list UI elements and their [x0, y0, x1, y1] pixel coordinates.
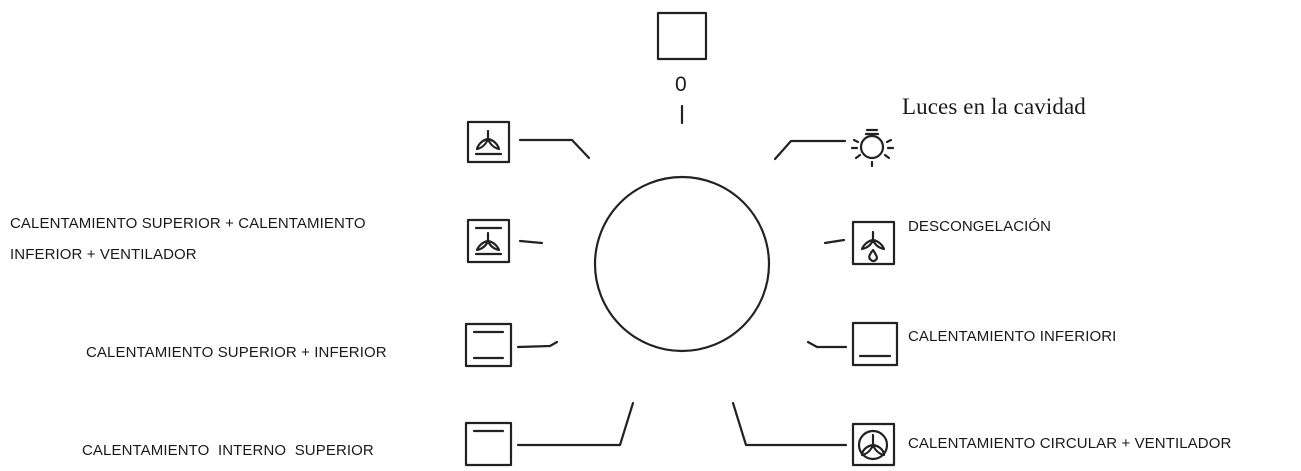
top-heat-icon — [464, 421, 513, 467]
light-bulb-icon — [850, 128, 895, 168]
connector-defrost — [823, 238, 846, 245]
label-descongelacion: DESCONGELACIÓN — [908, 218, 1052, 235]
connector-fan-bottom — [518, 138, 591, 160]
circular-fan-icon — [851, 422, 896, 467]
defrost-icon — [851, 220, 896, 266]
off-position-label: 0 — [675, 73, 687, 96]
label-superior-inferior: CALENTAMIENTO SUPERIOR + INFERIOR — [86, 344, 387, 361]
label-interno-superior: CALENTAMIENTO INTERNO SUPERIOR — [82, 442, 374, 459]
connector-circular — [731, 401, 848, 447]
label-luces-cavidad: Luces en la cavidad — [902, 94, 1086, 119]
top-bottom-heat-icon — [464, 322, 513, 368]
connector-top-bottom — [516, 340, 559, 349]
label-circular-ventilador: CALENTAMIENTO CIRCULAR + VENTILADOR — [908, 435, 1232, 452]
bottom-heat-icon — [851, 321, 899, 367]
off-square-icon — [656, 11, 708, 61]
fan-bottom-heat-icon — [466, 120, 511, 164]
label-inferior: CALENTAMIENTO INFERIORI — [908, 328, 1117, 345]
connector-bottom — [806, 340, 848, 349]
connector-top — [516, 401, 635, 447]
label-sup-inf-vent-line2: INFERIOR + VENTILADOR — [10, 246, 197, 263]
top-bottom-fan-icon — [466, 218, 511, 264]
selector-knob[interactable] — [593, 175, 771, 353]
connector-top-bottom-fan — [518, 239, 544, 245]
label-sup-inf-vent-line1: CALENTAMIENTO SUPERIOR + CALENTAMIENTO — [10, 215, 366, 232]
connector-light — [773, 139, 847, 161]
